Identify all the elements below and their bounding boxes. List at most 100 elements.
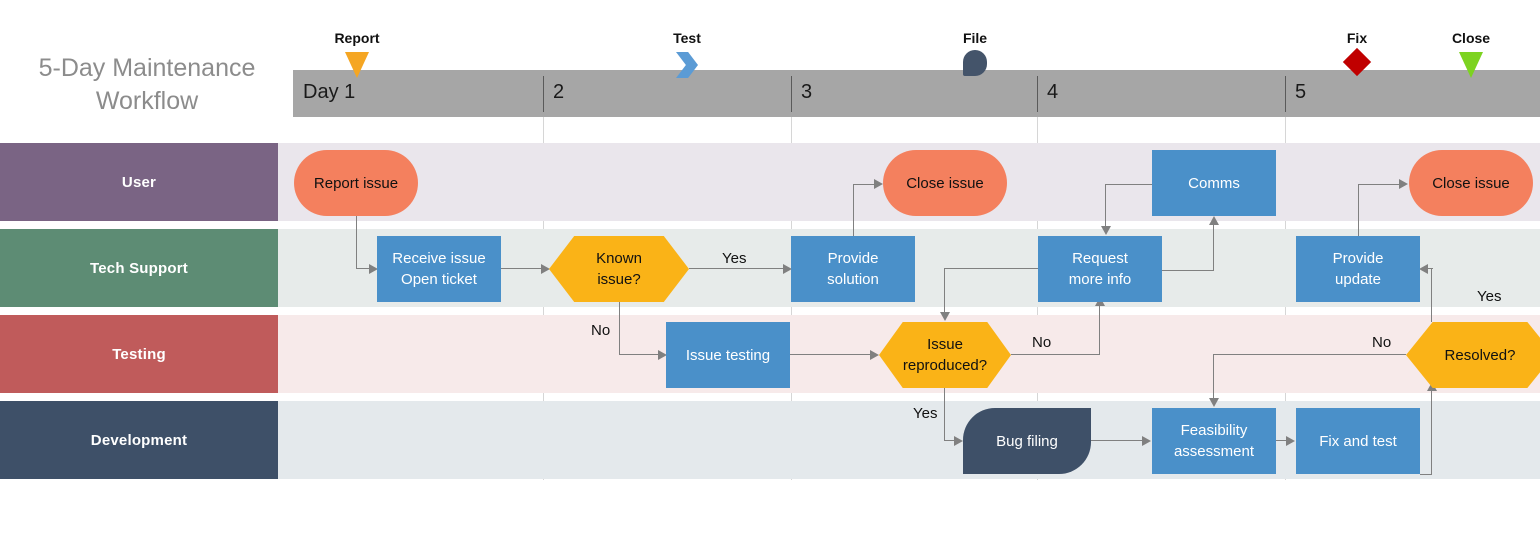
lane-header[interactable]: Testing	[0, 315, 278, 393]
arrow-head-icon	[658, 350, 667, 360]
connector-segment	[619, 354, 659, 356]
triangle-down-icon	[345, 52, 369, 78]
lane-title: Testing	[112, 345, 166, 363]
node-label: Fix and test	[1319, 432, 1397, 450]
milestone-label: File	[962, 30, 988, 46]
arrow-head-icon	[783, 264, 792, 274]
arrow-head-icon	[954, 436, 963, 446]
lane-header[interactable]: Tech Support	[0, 229, 278, 307]
edge-label: No	[1032, 334, 1052, 351]
milestone-label: Report	[334, 30, 380, 46]
arrow-head-icon	[870, 350, 879, 360]
node-request-more-info[interactable]: Request more info	[1038, 236, 1162, 302]
node-issue-reproduced[interactable]: Issue reproduced?	[879, 322, 1011, 388]
connector-segment	[1105, 184, 1153, 186]
lane-header[interactable]: User	[0, 143, 278, 221]
connector-segment	[944, 440, 956, 442]
lane-header[interactable]: Development	[0, 401, 278, 479]
connector-segment	[944, 388, 946, 441]
edge-label: Yes	[913, 405, 938, 422]
arrow-head-icon	[369, 264, 378, 274]
connector-segment	[1213, 354, 1215, 400]
node-provide-solution[interactable]: Provide solution	[791, 236, 915, 302]
node-label: Report issue	[313, 174, 399, 192]
node-close-issue-2[interactable]: Close issue	[1409, 150, 1533, 216]
connector-segment	[1162, 270, 1214, 272]
node-bug-filing[interactable]: Bug filing	[963, 408, 1091, 474]
lane-title: Development	[90, 431, 188, 449]
node-issue-testing[interactable]: Issue testing	[666, 322, 790, 388]
node-label: Close issue	[906, 174, 984, 192]
page-title: 5-Day Maintenance Workflow	[38, 54, 256, 115]
connector-segment	[1358, 184, 1360, 237]
arrow-head-icon	[1286, 436, 1295, 446]
connector-segment	[1358, 184, 1400, 186]
timeline-day-label: 5	[1295, 81, 1307, 103]
edge-label: No	[1372, 334, 1392, 351]
timeline-day-divider	[543, 76, 544, 112]
timeline-day-divider	[1285, 76, 1286, 112]
connector-segment	[944, 268, 1039, 270]
node-label: Resolved?	[1444, 346, 1516, 364]
edge-label: Yes	[722, 250, 747, 267]
node-label: Receive issue Open ticket	[392, 250, 486, 288]
node-comms[interactable]: Comms	[1152, 150, 1276, 216]
connector-segment	[501, 268, 542, 270]
node-label: Issue reproduced?	[902, 336, 988, 374]
timeline-day-label: 4	[1047, 81, 1059, 103]
connector-segment	[1420, 474, 1432, 476]
arrow-head-icon	[1101, 226, 1111, 235]
node-resolved[interactable]: Resolved?	[1406, 322, 1540, 388]
connector-segment	[1099, 305, 1101, 355]
node-receive-issue[interactable]: Receive issue Open ticket	[377, 236, 501, 302]
node-known-issue[interactable]: Known issue?	[549, 236, 689, 302]
arrow-head-icon	[1209, 216, 1219, 225]
swimlane-user: User	[0, 143, 1540, 221]
timeline-day-divider	[791, 76, 792, 112]
edge-label: Yes	[1477, 288, 1502, 305]
node-label: Request more info	[1068, 250, 1132, 288]
node-report-issue[interactable]: Report issue	[294, 150, 418, 216]
connector-segment	[1213, 354, 1406, 356]
triangle-down-icon	[1459, 52, 1483, 78]
lane-title: User	[121, 173, 157, 191]
timeline-day-label: Day 1	[303, 81, 356, 103]
connector-segment	[1091, 440, 1143, 442]
milestone-label: Close	[1451, 30, 1491, 46]
node-feasibility[interactable]: Feasibility assessment	[1152, 408, 1276, 474]
arrow-head-icon	[1419, 264, 1428, 274]
connector-segment	[1427, 268, 1433, 270]
connector-segment	[356, 268, 370, 270]
timeline-bar	[293, 70, 1540, 117]
connector-segment	[689, 268, 784, 270]
arrow-head-icon	[1142, 436, 1151, 446]
node-label: Comms	[1188, 174, 1240, 192]
connector-segment	[1213, 224, 1215, 270]
connector-segment	[1431, 268, 1433, 322]
teardrop-icon	[963, 50, 987, 76]
node-fix-and-test[interactable]: Fix and test	[1296, 408, 1420, 474]
timeline-day-divider	[1037, 76, 1038, 112]
timeline-day-label: 2	[553, 81, 565, 103]
node-label: Bug filing	[996, 432, 1058, 450]
node-provide-update[interactable]: Provide update	[1296, 236, 1420, 302]
node-label: Known issue?	[596, 250, 642, 288]
connector-segment	[1431, 390, 1433, 474]
arrow-head-icon	[1209, 398, 1219, 407]
connector-segment	[790, 354, 872, 356]
node-label: Close issue	[1432, 174, 1510, 192]
milestone-label: Test	[673, 30, 701, 46]
arrow-head-icon	[541, 264, 550, 274]
arrow-head-icon	[874, 179, 883, 189]
arrow-head-icon	[1399, 179, 1408, 189]
connector-segment	[944, 268, 946, 314]
node-close-issue-1[interactable]: Close issue	[883, 150, 1007, 216]
arrow-head-icon	[940, 312, 950, 321]
connector-segment	[1105, 184, 1107, 228]
connector-segment	[1276, 440, 1287, 442]
node-label: Provide solution	[827, 250, 879, 288]
edge-label: No	[591, 322, 611, 339]
chevron-right-icon	[676, 52, 698, 78]
connector-segment	[853, 184, 855, 237]
